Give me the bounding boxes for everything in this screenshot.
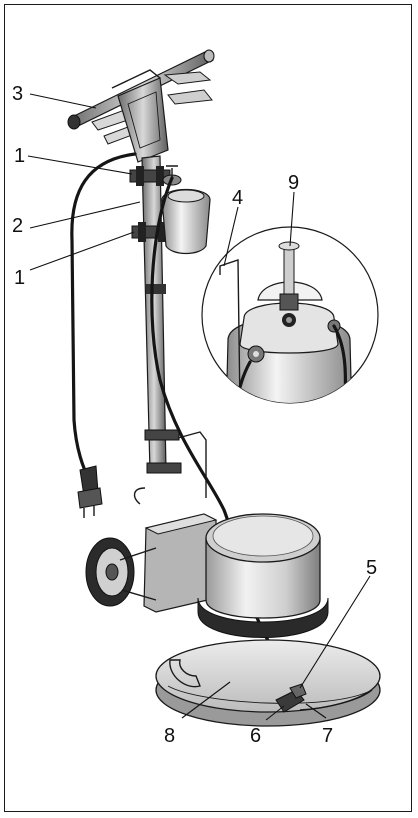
base-plate xyxy=(155,639,381,727)
callout-6: 6 xyxy=(250,725,261,747)
callout-5: 5 xyxy=(366,557,377,579)
motor-housing xyxy=(143,513,329,638)
callout-1-lower-clamp: 1 xyxy=(14,267,25,289)
callout-3: 3 xyxy=(12,83,23,105)
callout-1-upper-clamp: 1 xyxy=(14,145,25,167)
leader-lines xyxy=(27,93,371,721)
callout-8: 8 xyxy=(164,725,175,747)
callout-4: 4 xyxy=(232,187,243,209)
handle-bar xyxy=(67,49,215,163)
handle-pole xyxy=(129,155,207,505)
callout-9: 9 xyxy=(288,172,299,194)
transport-wheel xyxy=(85,537,157,607)
callout-2: 2 xyxy=(12,215,23,237)
detail-circle xyxy=(201,226,379,404)
callout-7: 7 xyxy=(322,725,333,747)
figure-frame xyxy=(4,4,412,812)
power-cord xyxy=(70,152,137,518)
solution-tank xyxy=(161,165,211,255)
